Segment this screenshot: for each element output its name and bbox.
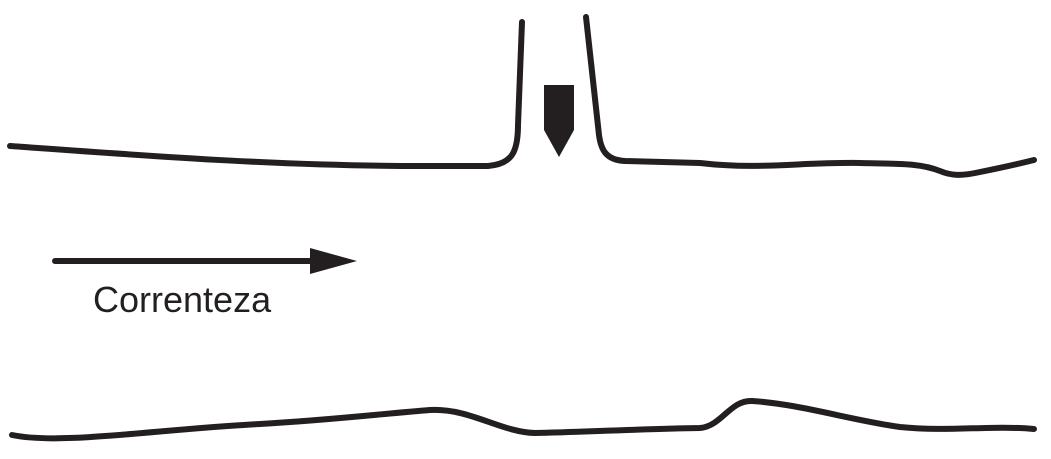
upper-bank-left	[7, 19, 525, 169]
arrow-right-icon	[310, 248, 357, 274]
position-marker-icon	[544, 85, 574, 157]
flow-label: Correnteza	[93, 279, 272, 320]
lower-bank	[9, 398, 1037, 442]
upper-bank-right	[583, 14, 1037, 178]
